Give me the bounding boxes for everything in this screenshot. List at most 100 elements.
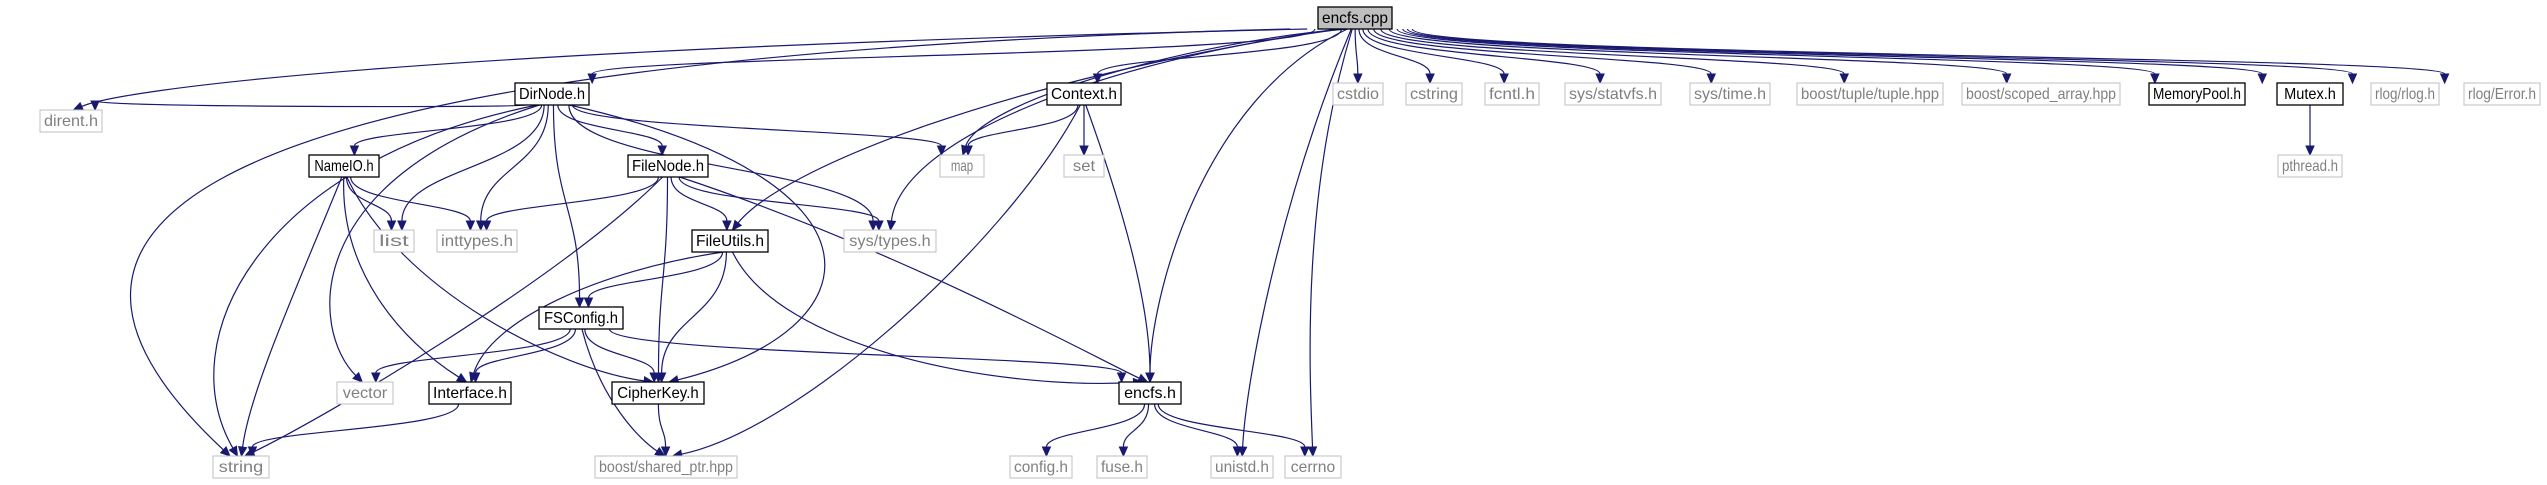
node-label: dirent.h: [44, 113, 98, 130]
arrowhead-encfs_cpp-to-DirNode_h: [587, 73, 597, 85]
edge-encfs_h-to-unistd_h: [1154, 403, 1238, 448]
edge-FileNode_h-to-encfs_h: [679, 176, 1140, 379]
arrowhead-encfs_cpp-to-boost_tuple: [1839, 73, 1850, 85]
node-box: [2463, 82, 2541, 106]
edge-encfs_cpp-to-string: [130, 28, 1291, 451]
node-rlog-Error-h: rlog/Error.h: [2463, 82, 2541, 106]
arrowhead-FSConfig_h-to-encfs_h: [1116, 372, 1127, 384]
arrowhead-NameIO_h-to-inttypes_h: [465, 220, 476, 232]
node-box: [514, 82, 590, 106]
arrowhead-encfs_cpp-to-dirent_h: [72, 101, 85, 111]
edge-DirNode_h-to-vector: [329, 104, 540, 377]
arrowhead-DirNode_h-to-map: [936, 145, 947, 157]
arrowhead-DirNode_h-to-dirent_h: [90, 100, 100, 112]
node-box: [1689, 82, 1771, 106]
arrowhead-CipherKey_h-to-boost_shared: [660, 446, 671, 458]
edge-FSConfig_h-to-Interface_h: [474, 328, 577, 374]
node-boost-scoped: boost/scoped_array.hpp: [1961, 82, 2121, 106]
edge-FileNode_h-to-CipherKey_h: [657, 176, 669, 374]
node-label: vector: [343, 385, 388, 402]
node-Interface-h[interactable]: Interface.h: [428, 381, 512, 405]
node-label: Interface.h: [433, 385, 507, 402]
edge-layer: [72, 28, 2450, 459]
node-box: [1332, 82, 1384, 106]
node-encfs-cpp[interactable]: encfs.cpp: [1317, 6, 1393, 30]
node-encfs-h[interactable]: encfs.h: [1118, 381, 1182, 405]
node-label: sys/types.h: [849, 233, 930, 250]
node-config-h: config.h: [1009, 455, 1073, 479]
arrowhead-FileNode_h-to-inttypes_h: [481, 220, 492, 232]
edge-encfs_cpp-to-sys_types_h: [890, 28, 1343, 222]
arrowhead-FSConfig_h-to-vector: [371, 372, 381, 384]
arrowhead-NameIO_h-to-Interface_h: [455, 372, 468, 383]
node-label: NameIO.h: [314, 158, 373, 175]
node-box: [39, 109, 103, 133]
node-label: encfs.cpp: [1322, 10, 1388, 27]
node-label: DirNode.h: [519, 86, 585, 103]
edge-DirNode_h-to-FileNode_h: [557, 104, 663, 147]
node-CipherKey-h[interactable]: CipherKey.h: [611, 381, 705, 405]
edge-FileNode_h-to-inttypes_h: [485, 176, 660, 222]
node-box: [1564, 82, 1662, 106]
arrowhead-encfs_cpp-to-string: [219, 446, 231, 457]
node-Mutex-h[interactable]: Mutex.h: [2276, 82, 2344, 106]
node-label: set: [1073, 158, 1096, 175]
node-box: [627, 154, 709, 178]
node-box: [1405, 82, 1463, 106]
edge-encfs_cpp-to-sys_statvfs_h: [1367, 28, 1601, 75]
arrowhead-FSConfig_h-to-boost_shared: [654, 446, 666, 457]
arrowhead-encfs_cpp-to-MemoryPool_h: [2150, 73, 2160, 85]
edge-encfs_cpp-to-unistd_h: [1242, 28, 1352, 448]
edge-encfs_cpp-to-FileUtils_h: [737, 28, 1338, 224]
node-label: rlog/Error.h: [2468, 86, 2536, 103]
node-box: [1284, 455, 1342, 479]
node-label: sys/time.h: [1694, 86, 1766, 103]
arrowhead-DirNode_h-to-sys_types_h: [868, 220, 878, 232]
node-MemoryPool-h[interactable]: MemoryPool.h: [2148, 82, 2246, 106]
edge-NameIO_h-to-list: [345, 176, 393, 222]
node-box: [611, 381, 705, 405]
node-rlog-h: rlog/rlog.h: [2370, 82, 2440, 106]
edge-encfs_h-to-cerrno: [1157, 403, 1306, 448]
edge-encfs_h-to-fuse_h: [1122, 403, 1150, 448]
edge-DirNode_h-to-string: [213, 104, 538, 449]
node-box: [2277, 154, 2343, 178]
node-dirent-h: dirent.h: [39, 109, 103, 133]
node-DirNode-h[interactable]: DirNode.h: [514, 82, 590, 106]
node-box: [1096, 455, 1148, 479]
arrowhead-FileUtils_h-to-CipherKey_h: [656, 372, 667, 384]
node-box: [594, 455, 738, 479]
node-box: [2276, 82, 2344, 106]
edge-encfs_cpp-to-Mutex_h: [1402, 28, 2263, 75]
node-label: map: [951, 158, 973, 175]
arrowhead-FileNode_h-to-FileUtils_h: [722, 220, 732, 232]
node-label: FileUtils.h: [696, 233, 764, 250]
node-label: Context.h: [1051, 86, 1117, 103]
node-NameIO-h[interactable]: NameIO.h: [308, 154, 380, 178]
arrowhead-encfs_cpp-to-cstdio: [1353, 73, 1363, 85]
node-boost-tuple: boost/tuple/tuple.hpp: [1796, 82, 1944, 106]
edge-FSConfig_h-to-vector: [375, 328, 571, 374]
edge-Context_h-to-boost_shared: [681, 104, 1081, 455]
node-FSConfig-h[interactable]: FSConfig.h: [538, 306, 624, 330]
node-label: inttypes.h: [441, 233, 513, 250]
edge-FileUtils_h-to-FSConfig_h: [587, 251, 724, 299]
arrowhead-encfs_cpp-to-sys_statvfs_h: [1595, 73, 1605, 85]
arrowhead-encfs_cpp-to-sys_types_h: [886, 220, 897, 232]
node-set: set: [1063, 154, 1105, 178]
edge-FileUtils_h-to-encfs_h: [731, 251, 1134, 384]
node-label: cstdio: [1337, 86, 1379, 103]
node-box: [843, 229, 937, 253]
edge-FSConfig_h-to-encfs_h: [608, 328, 1123, 374]
edge-Interface_h-to-string: [251, 403, 460, 448]
arrowhead-DirNode_h-to-FileNode_h: [657, 145, 667, 157]
node-label: fuse.h: [1101, 459, 1143, 476]
arrowhead-encfs_cpp-to-rlog_Error_h: [2439, 73, 2450, 85]
node-Context-h[interactable]: Context.h: [1046, 82, 1122, 106]
arrowhead-encfs_cpp-to-cstring: [1425, 73, 1435, 85]
node-FileNode-h[interactable]: FileNode.h: [627, 154, 709, 178]
node-box: [1009, 455, 1073, 479]
edge-CipherKey_h-to-boost_shared: [657, 403, 667, 448]
arrowhead-encfs_cpp-to-FileUtils_h: [731, 219, 743, 231]
node-FileUtils-h[interactable]: FileUtils.h: [691, 229, 769, 253]
